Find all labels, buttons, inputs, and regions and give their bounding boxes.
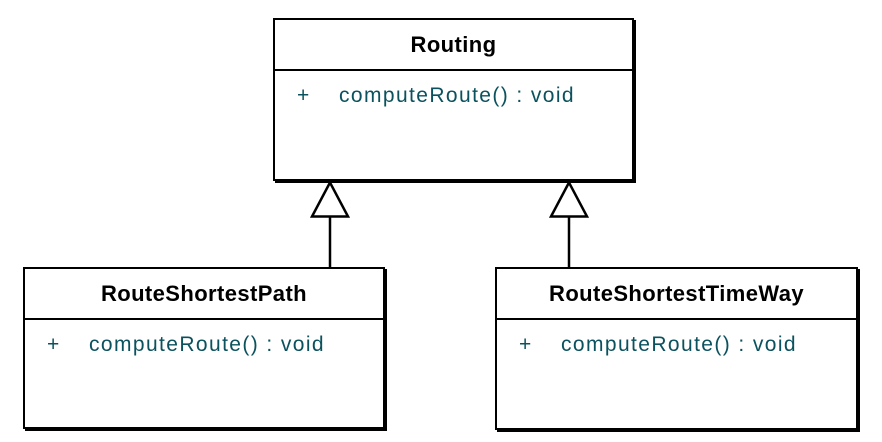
method-row: + computeRoute() : void [297, 84, 626, 108]
method-visibility: + [519, 333, 533, 356]
class-name: Routing [275, 20, 632, 71]
method-row: + computeRoute() : void [47, 333, 377, 357]
class-route-shortest-path: RouteShortestPath + computeRoute() : voi… [23, 267, 385, 429]
method-signature: computeRoute() : void [561, 333, 797, 356]
methods-compartment: + computeRoute() : void [25, 320, 383, 357]
class-name: RouteShortestPath [25, 269, 383, 320]
methods-compartment: + computeRoute() : void [497, 320, 856, 357]
inheritance-triangle-icon [548, 179, 590, 218]
class-routing: Routing + computeRoute() : void [273, 18, 634, 181]
class-name: RouteShortestTimeWay [497, 269, 856, 320]
method-signature: computeRoute() : void [339, 84, 575, 107]
method-row: + computeRoute() : void [519, 333, 850, 357]
method-visibility: + [47, 333, 61, 356]
generalization-arrow-right [548, 179, 590, 269]
class-route-shortest-time-way: RouteShortestTimeWay + computeRoute() : … [495, 267, 858, 430]
method-visibility: + [297, 84, 311, 107]
generalization-arrow-left [309, 179, 351, 269]
inheritance-triangle-icon [309, 179, 351, 218]
method-signature: computeRoute() : void [89, 333, 325, 356]
methods-compartment: + computeRoute() : void [275, 71, 632, 108]
